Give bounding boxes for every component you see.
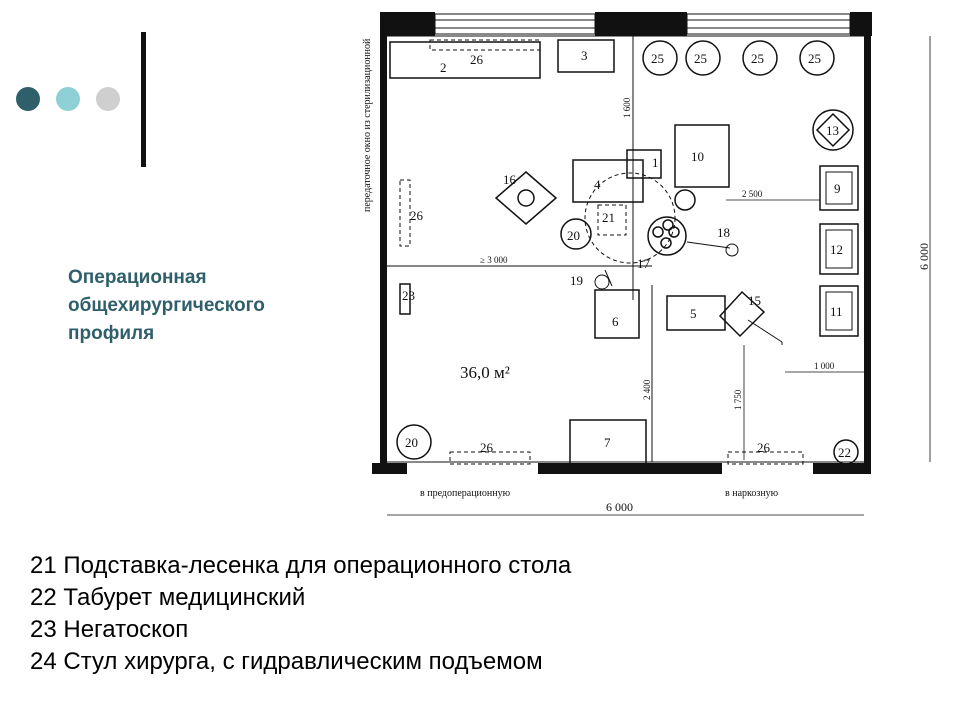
dim-2400: 2 400 bbox=[642, 379, 652, 400]
item-20-top bbox=[560, 218, 592, 250]
furniture bbox=[389, 39, 859, 465]
label-11: 11 bbox=[830, 304, 843, 319]
decor-vertical-bar bbox=[141, 32, 146, 167]
floor-plan: 2 26 3 25 25 25 25 13 10 1 4 16 9 21 20 … bbox=[330, 0, 960, 540]
label-20b: 20 bbox=[405, 435, 418, 450]
label-26a: 26 bbox=[470, 52, 484, 67]
label-13: 13 bbox=[826, 123, 839, 138]
diamond-items bbox=[494, 112, 851, 343]
dim-3000: ≥ 3 000 bbox=[480, 255, 508, 265]
label-26b: 26 bbox=[410, 208, 424, 223]
stools-25 bbox=[642, 40, 835, 76]
dim-1750: 1 750 bbox=[733, 389, 743, 410]
dim-1000: 1 000 bbox=[814, 361, 835, 371]
label-3: 3 bbox=[581, 48, 588, 63]
decor-dot-teal bbox=[56, 87, 80, 111]
item-6 bbox=[594, 289, 640, 339]
label-10: 10 bbox=[691, 149, 704, 164]
label-15: 15 bbox=[748, 293, 761, 308]
door-right-label: в наркозную bbox=[725, 488, 779, 499]
item-13 bbox=[812, 109, 854, 151]
item-3 bbox=[557, 39, 615, 73]
round-items bbox=[396, 109, 859, 465]
instrument-lines bbox=[594, 241, 783, 345]
decor-dot-dark bbox=[16, 87, 40, 111]
label-25c: 25 bbox=[751, 51, 764, 66]
walls bbox=[372, 12, 872, 474]
label-6: 6 bbox=[612, 314, 619, 329]
label-5: 5 bbox=[690, 306, 697, 321]
label-18: 18 bbox=[717, 225, 730, 240]
legend-item-24: 24 Стул хирурга, с гидравлическим подъем… bbox=[30, 648, 543, 675]
label-25a: 25 bbox=[651, 51, 664, 66]
legend-item-22: 22 Табурет медицинский bbox=[30, 584, 306, 611]
decor-dot-grey bbox=[96, 87, 120, 111]
dim-height-right: 6 000 bbox=[917, 243, 931, 270]
item-22 bbox=[833, 439, 859, 465]
item-7 bbox=[569, 419, 647, 465]
item-9 bbox=[819, 165, 859, 211]
label-1: 1 bbox=[652, 155, 659, 170]
door-left-label: в предоперационную bbox=[420, 488, 511, 499]
item-1 bbox=[626, 149, 662, 179]
item-11 bbox=[819, 285, 859, 337]
legend-item-21: 21 Подставка-лесенка для операционного с… bbox=[30, 552, 572, 579]
label-7: 7 bbox=[604, 435, 611, 450]
label-19: 19 bbox=[570, 273, 583, 288]
item-12 bbox=[819, 223, 859, 275]
label-12: 12 bbox=[830, 242, 843, 257]
item-20-bottom bbox=[396, 424, 432, 460]
windows bbox=[434, 13, 851, 35]
item-10 bbox=[674, 124, 730, 188]
label-23: 23 bbox=[402, 288, 415, 303]
item-4 bbox=[572, 159, 644, 203]
side-window-label-text: передаточное окно из стерилизационной bbox=[362, 38, 373, 212]
label-4: 4 bbox=[594, 177, 601, 192]
label-2: 2 bbox=[440, 60, 447, 75]
dimension-lines bbox=[387, 36, 931, 516]
dim-width-bottom: 6 000 bbox=[606, 500, 633, 514]
item-23 bbox=[399, 283, 411, 315]
label-21: 21 bbox=[602, 210, 615, 225]
item-5 bbox=[666, 295, 726, 331]
slide-title: Операционная общехирургического профиля bbox=[68, 267, 265, 344]
legend-item-23: 23 Негатоскоп bbox=[30, 616, 189, 643]
label-25b: 25 bbox=[694, 51, 707, 66]
dim-2500: 2 500 bbox=[742, 189, 763, 199]
legend: 21 Подставка-лесенка для операционного с… bbox=[30, 550, 930, 678]
label-20a: 20 bbox=[567, 228, 580, 243]
label-26c: 26 bbox=[480, 440, 494, 455]
label-22: 22 bbox=[838, 445, 851, 460]
item-2 bbox=[389, 41, 541, 79]
label-16: 16 bbox=[503, 172, 517, 187]
label-17: 17 bbox=[637, 256, 651, 271]
label-26d: 26 bbox=[757, 440, 771, 455]
dim-1600: 1 600 bbox=[622, 97, 632, 118]
label-25d: 25 bbox=[808, 51, 821, 66]
area-label: 36,0 м² bbox=[460, 363, 510, 382]
side-window-label: передаточное окно из стерилизационной bbox=[362, 38, 373, 212]
label-9: 9 bbox=[834, 181, 841, 196]
